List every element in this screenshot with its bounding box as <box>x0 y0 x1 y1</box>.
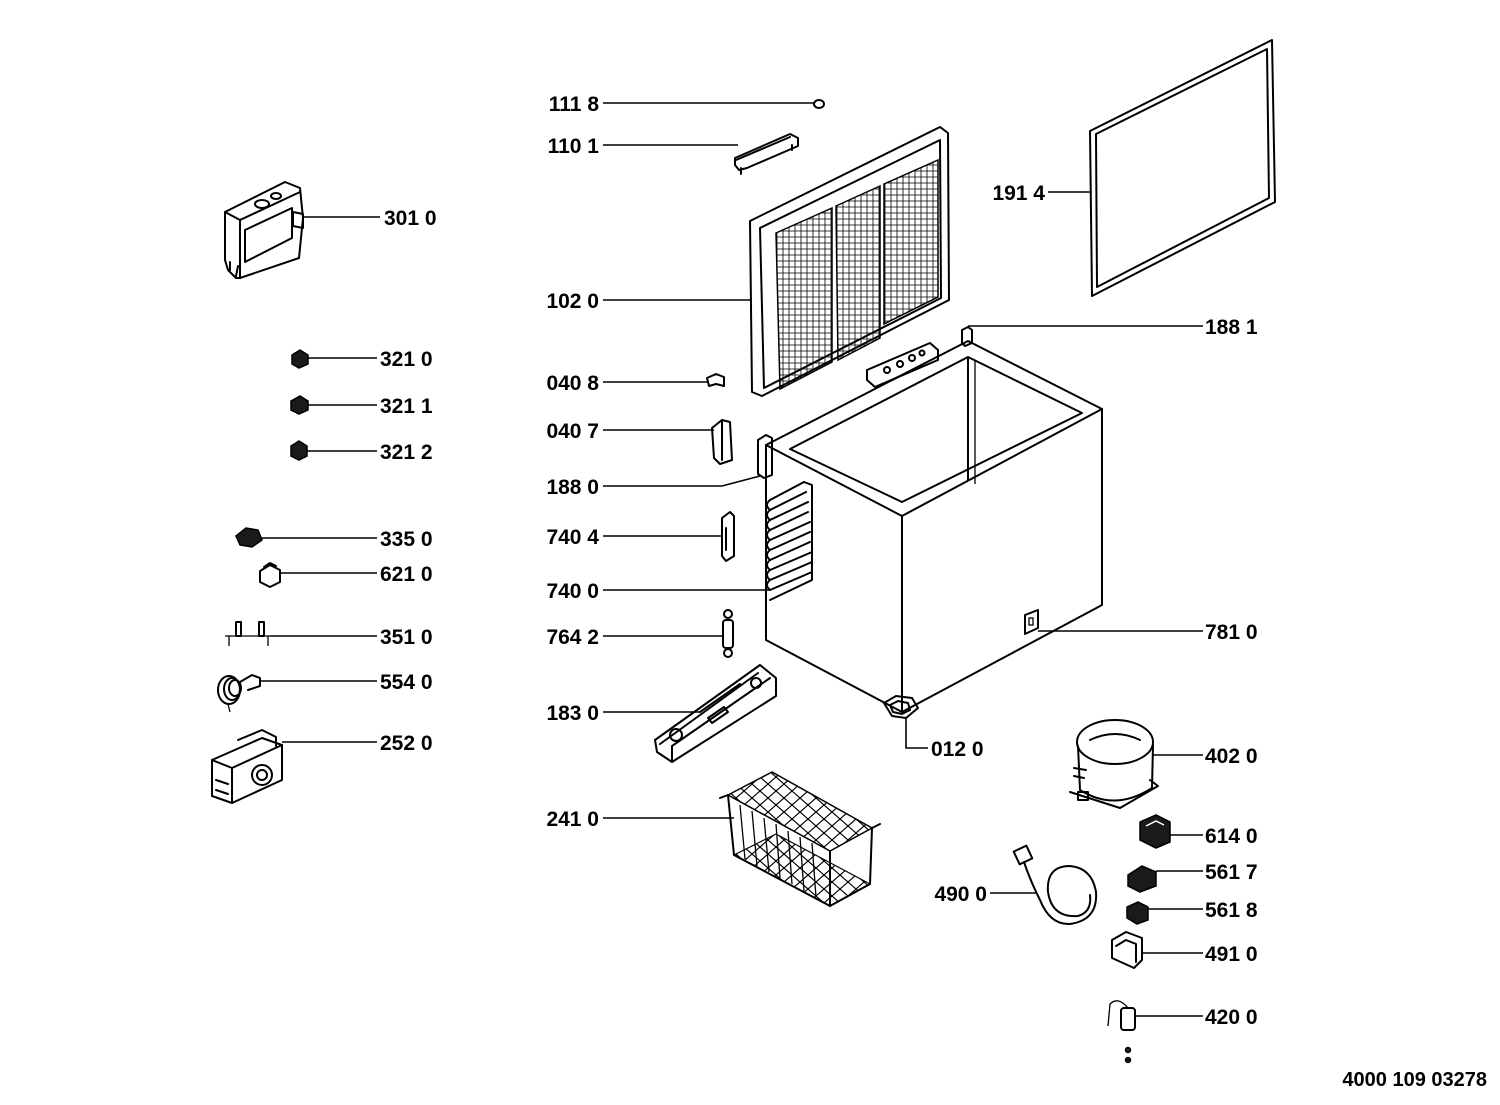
part-321-2-drawing <box>290 440 308 461</box>
label-321-2: 321 2 <box>380 441 433 464</box>
part-614-0-drawing <box>1139 814 1171 849</box>
part-335-0-drawing <box>235 527 263 548</box>
label-351-0: 351 0 <box>380 626 433 649</box>
part-561-8-drawing <box>1126 901 1149 925</box>
label-040-8: 040 8 <box>546 372 599 395</box>
label-188-0: 188 0 <box>546 476 599 499</box>
part-621-0-drawing <box>259 562 281 588</box>
label-621-0: 621 0 <box>380 563 433 586</box>
label-554-0: 554 0 <box>380 671 433 694</box>
label-183-0: 183 0 <box>546 702 599 725</box>
label-102-0: 102 0 <box>546 290 599 313</box>
part-111-8-drawing <box>813 99 825 109</box>
part-420-0-drawing <box>1107 1000 1136 1064</box>
label-252-0: 252 0 <box>380 732 433 755</box>
part-490-0-drawing <box>1012 844 1098 926</box>
part-cabinet-drawing <box>757 326 1103 719</box>
part-110-1-drawing <box>734 133 799 175</box>
label-402-0: 402 0 <box>1205 745 1258 768</box>
part-labels: 111 8 110 1 301 0 191 4 102 0 188 1 321 … <box>380 93 1487 1091</box>
part-351-0-drawing <box>225 621 270 646</box>
part-040-7-drawing <box>711 419 733 465</box>
part-561-7-drawing <box>1127 865 1157 893</box>
label-301-0: 301 0 <box>384 207 437 230</box>
part-191-4-drawing <box>1089 39 1276 297</box>
document-number: 4000 109 03278 <box>1342 1069 1487 1091</box>
label-614-0: 614 0 <box>1205 825 1258 848</box>
label-012-0: 012 0 <box>931 738 984 761</box>
part-102-0-drawing <box>749 126 950 397</box>
label-321-0: 321 0 <box>380 348 433 371</box>
label-110-1: 110 1 <box>548 135 600 158</box>
part-241-0-drawing <box>719 771 881 907</box>
part-183-0-drawing <box>654 664 777 763</box>
part-301-0-drawing <box>224 181 304 279</box>
label-191-4: 191 4 <box>992 182 1045 205</box>
part-554-0-drawing <box>217 674 261 713</box>
part-402-0-drawing <box>1069 719 1159 809</box>
leader-lines <box>260 102 1203 1017</box>
part-321-0-drawing <box>291 349 309 369</box>
part-040-8-drawing <box>706 373 725 387</box>
label-335-0: 335 0 <box>380 528 433 551</box>
part-491-0-drawing <box>1111 931 1143 969</box>
part-252-0-drawing <box>211 729 283 804</box>
label-111-8: 111 8 <box>549 93 600 116</box>
label-561-8: 561 8 <box>1205 899 1258 922</box>
label-188-1: 188 1 <box>1205 316 1258 339</box>
label-781-0: 781 0 <box>1205 621 1258 644</box>
label-561-7: 561 7 <box>1205 861 1258 884</box>
label-241-0: 241 0 <box>546 808 599 831</box>
part-740-4-drawing <box>721 511 735 562</box>
label-764-2: 764 2 <box>546 626 599 649</box>
label-490-0: 490 0 <box>934 883 987 906</box>
leader-188-0 <box>603 475 761 487</box>
label-491-0: 491 0 <box>1205 943 1258 966</box>
leader-012-0 <box>905 718 928 749</box>
label-321-1: 321 1 <box>380 395 433 418</box>
part-764-2-drawing <box>722 609 734 658</box>
label-420-0: 420 0 <box>1205 1006 1258 1029</box>
label-040-7: 040 7 <box>546 420 599 443</box>
part-321-1-drawing <box>290 395 309 415</box>
label-740-4: 740 4 <box>546 526 599 549</box>
label-740-0: 740 0 <box>546 580 599 603</box>
